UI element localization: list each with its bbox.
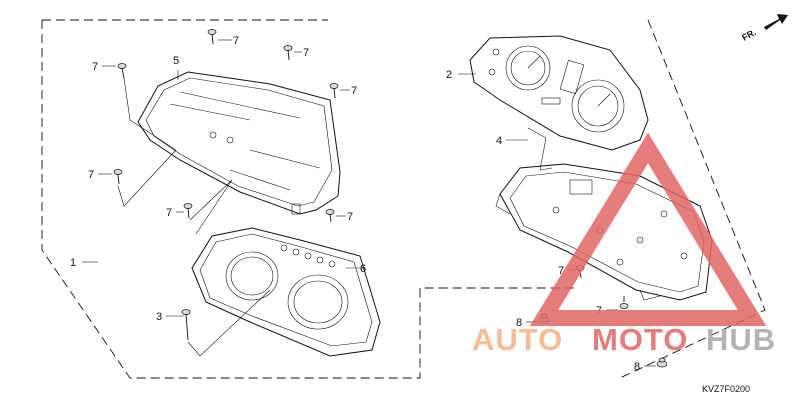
screw-icon [325, 209, 335, 223]
meter-case-rear [495, 127, 713, 301]
screw-icon [283, 45, 293, 61]
watermark-hub: HUB [706, 322, 776, 357]
callout-8: 8 [516, 317, 522, 329]
callout-1: 1 [70, 257, 76, 269]
callout-7: 7 [233, 35, 239, 47]
screw-icon [117, 63, 127, 79]
callout-7: 7 [303, 47, 309, 59]
callout-7: 7 [92, 61, 98, 73]
screw-icon [619, 296, 629, 309]
meter-cover-lens [137, 71, 341, 215]
callout-7: 7 [351, 85, 357, 97]
callout-2: 2 [446, 69, 452, 81]
leader-lines [82, 39, 656, 367]
direction-label: FR. [740, 27, 757, 43]
screw-icon [207, 29, 217, 45]
bolt-icon [181, 309, 191, 341]
screw-icon [113, 169, 123, 185]
callout-6: 6 [360, 263, 366, 275]
watermark-auto: AUTO [472, 322, 563, 357]
callout-4: 4 [496, 135, 502, 147]
grommet-icon [656, 357, 668, 368]
callout-3: 3 [156, 311, 162, 323]
callout-7: 7 [558, 265, 564, 277]
watermark: AUTO MOTO HUB [472, 132, 776, 357]
screw-icon [183, 203, 193, 219]
meter-panel-case [191, 227, 381, 357]
callout-8: 8 [634, 361, 640, 373]
callout-5: 5 [173, 55, 179, 67]
front-arrow-icon [764, 14, 788, 30]
callout-7: 7 [347, 211, 353, 223]
diagram-code: KVZ7F0200 [702, 384, 750, 394]
front-direction-indicator: FR. [740, 14, 788, 43]
watermark-moto: MOTO [592, 322, 688, 357]
screw-icon [329, 83, 339, 99]
callout-7: 7 [166, 207, 172, 219]
meter-assembly [469, 35, 649, 151]
triangle-logo-icon [529, 132, 767, 326]
callout-7: 7 [88, 169, 94, 181]
assembly-outline [41, 19, 766, 379]
